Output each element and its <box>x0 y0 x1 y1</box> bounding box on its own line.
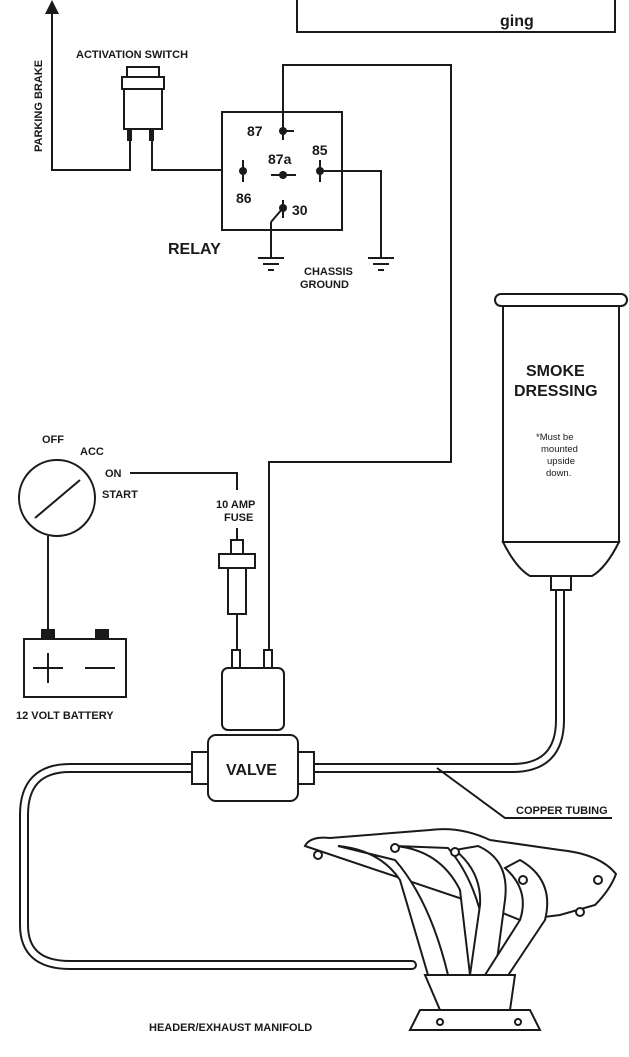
ign-on-label: ON <box>105 468 122 480</box>
mount-note-3: upside <box>547 456 575 467</box>
valve-assembly: VALVE <box>191 649 315 802</box>
chassis-ground-label-2: GROUND <box>300 279 349 291</box>
mount-note-1: *Must be <box>536 432 574 443</box>
parking-brake-wire: PARKING BRAKE <box>33 0 131 171</box>
ign-start-label: START <box>102 489 138 501</box>
ign-acc-label: ACC <box>80 446 104 458</box>
chassis-ground-label-1: CHASSIS <box>304 266 353 278</box>
top-banner: ging <box>296 0 616 33</box>
battery-label: 12 VOLT BATTERY <box>16 710 114 722</box>
top-banner-text: ging <box>500 13 534 30</box>
copper-tubing-label: COPPER TUBING <box>516 805 608 817</box>
pin-87-label: 87 <box>247 123 263 139</box>
activation-switch: ACTIVATION SWITCH <box>76 49 243 171</box>
ignition-switch: OFF ACC ON START <box>18 434 238 630</box>
pin-86-label: 86 <box>236 190 252 206</box>
activation-switch-label: ACTIVATION SWITCH <box>76 49 188 61</box>
relay-to-valve-wire <box>268 64 452 650</box>
smoke-dressing-canister: SMOKE DRESSING *Must be mounted upside d… <box>494 293 628 591</box>
smoke-dressing-label-1: SMOKE <box>526 363 585 380</box>
relay-label: RELAY <box>168 241 221 258</box>
relay: RELAY 87 87a 85 86 30 <box>168 111 343 258</box>
pin-30-label: 30 <box>292 202 308 218</box>
mount-note-4: down. <box>546 468 571 479</box>
valve-label: VALVE <box>226 762 277 779</box>
battery: 12 VOLT BATTERY <box>16 629 127 722</box>
fuse-label-1: 10 AMP <box>216 499 255 511</box>
smoke-dressing-label-2: DRESSING <box>514 383 598 400</box>
pin-85-label: 85 <box>312 142 328 158</box>
fuse: 10 AMP FUSE <box>216 499 256 650</box>
arrow-up-icon <box>45 0 59 14</box>
parking-brake-label: PARKING BRAKE <box>33 60 45 152</box>
header-label: HEADER/EXHAUST MANIFOLD <box>149 1022 312 1034</box>
copper-tubing: COPPER TUBING <box>19 565 612 970</box>
chassis-ground: CHASSIS GROUND <box>258 170 394 291</box>
ign-off-label: OFF <box>42 434 64 446</box>
fuse-label-2: FUSE <box>224 512 253 524</box>
exhaust-manifold: HEADER/EXHAUST MANIFOLD <box>149 828 618 1034</box>
pin-87a-label: 87a <box>268 151 292 167</box>
mount-note-2: mounted <box>541 444 578 455</box>
